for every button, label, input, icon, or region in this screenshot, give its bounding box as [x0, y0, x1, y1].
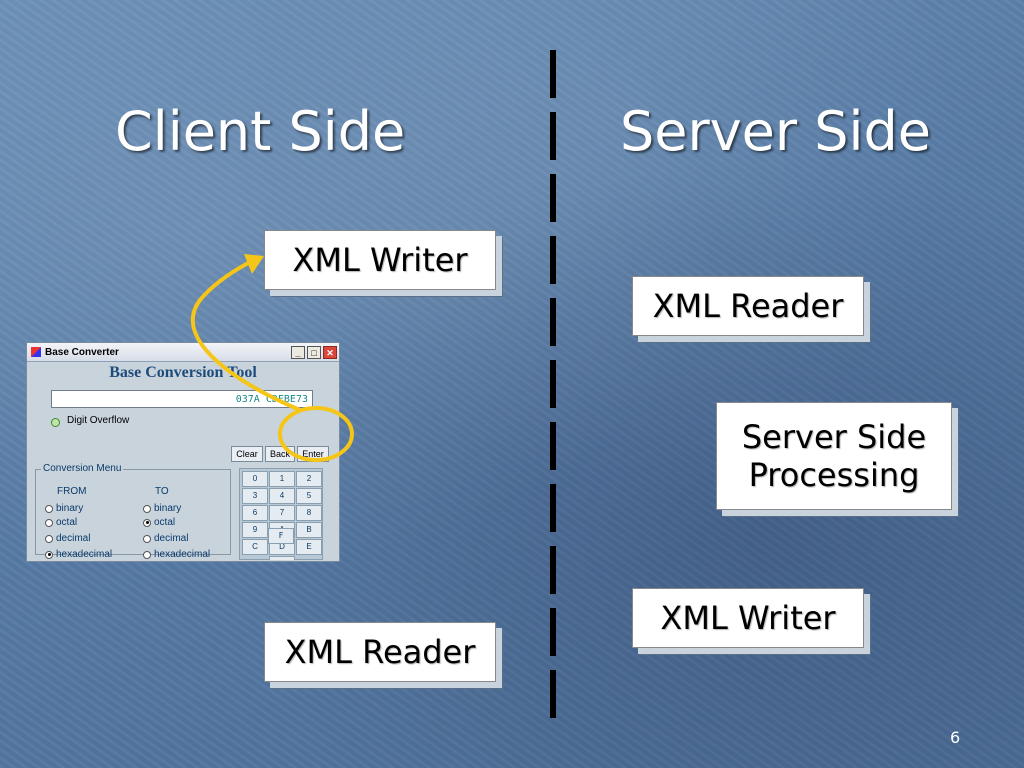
value-display[interactable]: 037A CDFBE73	[51, 390, 313, 408]
radio-icon	[45, 518, 53, 527]
server-xml-writer-box: XML Writer	[632, 588, 864, 648]
key-3[interactable]: 3	[242, 488, 268, 504]
client-xml-reader-label: XML Reader	[284, 632, 476, 671]
client-xml-writer-box: XML Writer	[264, 230, 496, 290]
key-1[interactable]: 1	[269, 471, 295, 487]
server-processing-box: Server Side Processing	[716, 402, 952, 510]
flow-arrow-head-icon	[244, 254, 264, 274]
app-heading: Base Conversion Tool	[109, 364, 257, 381]
key-f[interactable]: F	[268, 528, 294, 544]
server-processing-line2: Processing	[748, 456, 920, 494]
window-controls: _ □ ✕	[291, 345, 339, 359]
key-f-top	[269, 556, 295, 560]
to-label: TO	[155, 486, 169, 497]
key-2[interactable]: 2	[296, 471, 322, 487]
key-c[interactable]: C	[242, 539, 268, 555]
key-0[interactable]: 0	[242, 471, 268, 487]
digit-overflow-label: Digit Overflow	[67, 415, 130, 426]
key-4[interactable]: 4	[269, 488, 295, 504]
client-server-divider	[550, 50, 556, 720]
radio-icon	[45, 534, 53, 543]
key-5[interactable]: 5	[296, 488, 322, 504]
radio-selected-icon	[143, 518, 151, 527]
page-number: 6	[950, 728, 961, 747]
window-title: Base Converter	[45, 346, 119, 358]
clear-button[interactable]: Clear	[231, 446, 263, 462]
key-8[interactable]: 8	[296, 505, 322, 521]
key-9[interactable]: 9	[242, 522, 268, 538]
server-xml-writer-label: XML Writer	[660, 598, 836, 637]
maximize-icon[interactable]: □	[307, 345, 321, 359]
base-converter-window: Base Converter _ □ ✕ Base Conversion Too…	[26, 342, 340, 562]
minimize-icon[interactable]: _	[291, 345, 305, 359]
server-xml-reader-box: XML Reader	[632, 276, 864, 336]
to-option-binary[interactable]: binary	[143, 503, 181, 514]
key-6[interactable]: 6	[242, 505, 268, 521]
flow-arrow-line	[191, 260, 301, 412]
client-xml-reader-box: XML Reader	[264, 622, 496, 682]
from-option-binary[interactable]: binary	[45, 503, 83, 514]
from-option-hexadecimal[interactable]: hexadecimal	[45, 549, 112, 560]
radio-icon	[143, 504, 151, 513]
server-xml-reader-label: XML Reader	[652, 286, 844, 325]
radio-icon	[143, 550, 151, 559]
from-option-decimal[interactable]: decimal	[45, 533, 90, 544]
client-xml-writer-label: XML Writer	[292, 240, 468, 279]
to-option-hexadecimal[interactable]: hexadecimal	[143, 549, 210, 560]
digit-overflow-icon	[51, 418, 60, 427]
server-processing-line1: Server Side	[741, 417, 927, 456]
to-option-decimal[interactable]: decimal	[143, 533, 188, 544]
to-option-octal[interactable]: octal	[143, 517, 175, 528]
radio-selected-icon	[45, 550, 53, 559]
key-7[interactable]: 7	[269, 505, 295, 521]
window-titlebar[interactable]: Base Converter _ □ ✕	[27, 343, 339, 362]
server-side-heading: Server Side	[620, 100, 932, 163]
enter-highlight-circle	[278, 406, 354, 462]
key-e[interactable]: E	[296, 539, 322, 555]
from-option-octal[interactable]: octal	[45, 517, 77, 528]
app-icon	[31, 347, 41, 357]
radio-icon	[45, 504, 53, 513]
conversion-menu	[35, 469, 231, 555]
app-body: Base Conversion Tool 037A CDFBE73 Digit …	[27, 362, 339, 561]
key-b[interactable]: B	[296, 522, 322, 538]
close-icon[interactable]: ✕	[323, 345, 337, 359]
from-label: FROM	[57, 486, 87, 497]
client-side-heading: Client Side	[115, 100, 406, 163]
conversion-menu-title: Conversion Menu	[41, 463, 124, 474]
radio-icon	[143, 534, 151, 543]
